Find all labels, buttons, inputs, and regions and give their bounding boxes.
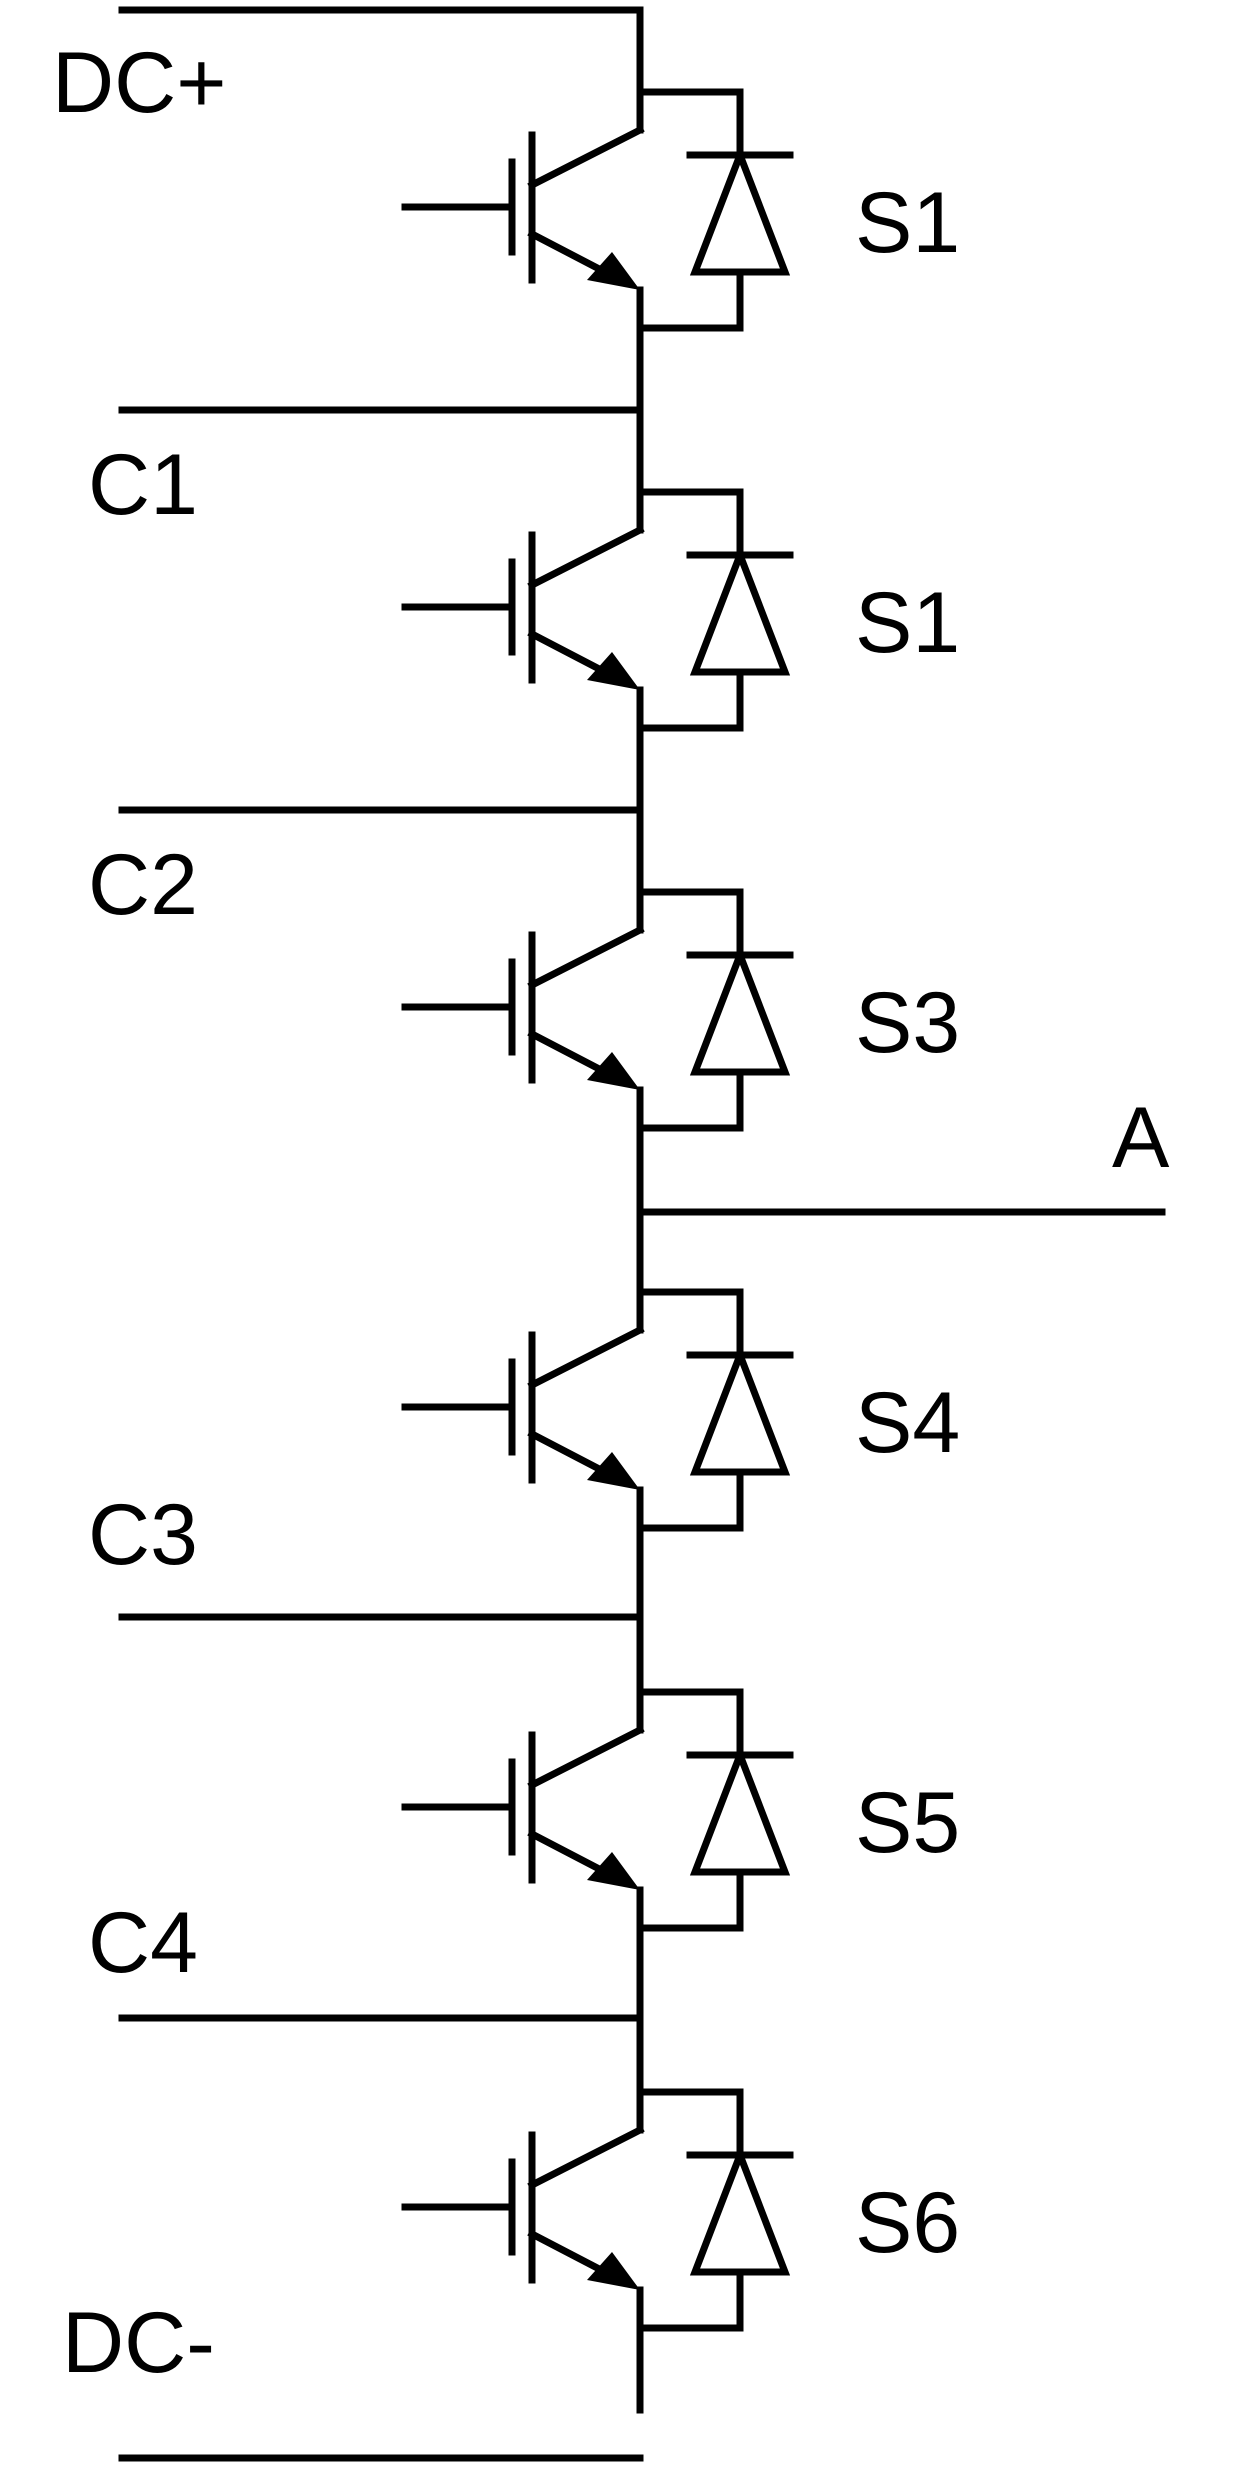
emitter-arrow-5 [587,1852,640,1890]
output-a-label: A [1112,1090,1170,1186]
diode-symbol-1 [689,145,791,276]
collector-leg-6 [527,2125,645,2190]
switch-label-2: S1 [855,575,960,671]
diode-bottom-wire-2 [636,668,744,732]
emitter-arrow-3 [587,1052,640,1090]
switch-cells [401,6,794,2414]
collector-leg-1 [527,125,645,190]
diode-top-wire-2 [636,488,744,559]
diode-symbol-4 [689,1345,791,1476]
emitter-leg-6 [527,2229,610,2277]
emitter-arrow-6 [587,2252,640,2290]
switch-label-3: S3 [855,975,960,1071]
emitter-arrow-1 [587,252,640,290]
emitter-leg-5 [527,1829,610,1877]
diode-bottom-wire-4 [636,1468,744,1532]
diode-top-wire-3 [636,888,744,959]
dc-minus-label: DC- [62,2295,215,2391]
switch-label-5: S5 [855,1775,960,1871]
dc-plus-label: DC+ [52,35,226,131]
diode-symbol-6 [689,2145,791,2276]
collector-leg-2 [527,525,645,590]
switch-label-1: S1 [855,175,960,271]
diode-symbol-5 [689,1745,791,1876]
collector-leg-3 [527,925,645,990]
node-label-c2: C2 [88,837,198,933]
diode-top-wire-1 [636,88,744,159]
diode-bottom-wire-3 [636,1068,744,1132]
switch-label-6: S6 [855,2175,960,2271]
diode-bottom-wire-6 [636,2268,744,2332]
emitter-leg-1 [527,229,610,277]
node-label-c4: C4 [88,1895,198,1991]
diode-bottom-wire-5 [636,1868,744,1932]
diode-top-wire-4 [636,1288,744,1359]
emitter-leg-2 [527,629,610,677]
switch-label-4: S4 [855,1375,960,1471]
diode-bottom-wire-1 [636,268,744,332]
collector-leg-4 [527,1325,645,1390]
node-label-c3: C3 [88,1487,198,1583]
emitter-leg-3 [527,1029,610,1077]
diode-top-wire-5 [636,1688,744,1759]
diode-symbol-3 [689,945,791,1076]
emitter-leg-4 [527,1429,610,1477]
node-label-c1: C1 [88,437,198,533]
diode-top-wire-6 [636,2088,744,2159]
emitter-arrow-4 [587,1452,640,1490]
diode-symbol-2 [689,545,791,676]
collector-leg-5 [527,1725,645,1790]
emitter-arrow-2 [587,652,640,690]
